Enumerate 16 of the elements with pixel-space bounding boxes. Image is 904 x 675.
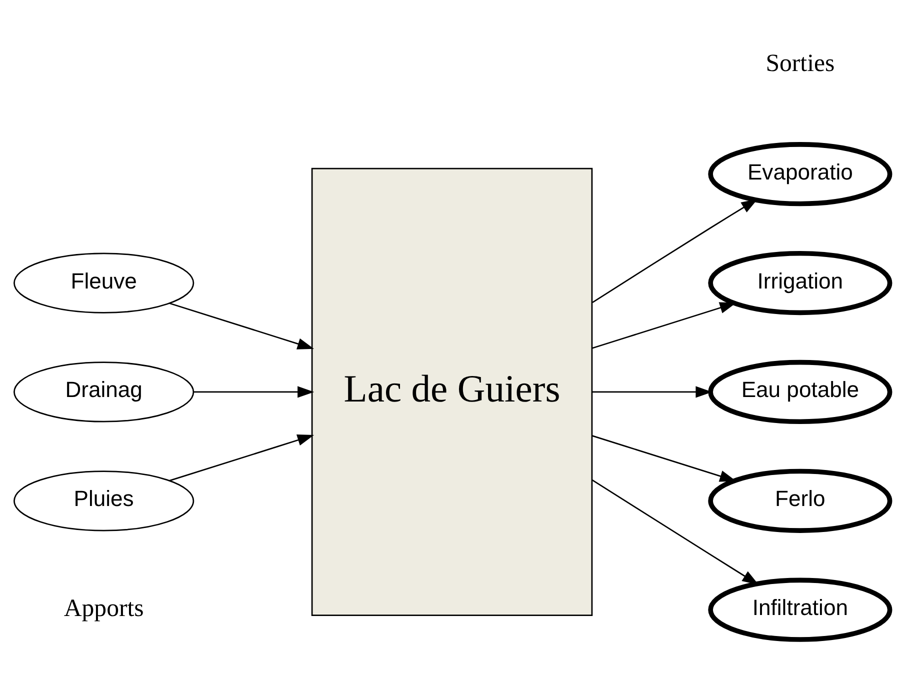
node-ellipse: Drainag	[14, 362, 194, 422]
arrow	[194, 386, 314, 398]
node-ellipse: Evaporatio	[708, 142, 892, 206]
node-ellipse: Pluies	[14, 470, 194, 532]
arrow	[169, 434, 314, 482]
node-ellipse: Eau potable	[708, 360, 892, 424]
label: Sorties	[766, 50, 835, 78]
node-ellipse: Infiltration	[708, 578, 892, 642]
label: Apports	[64, 594, 144, 622]
arrow	[592, 479, 759, 585]
arrow	[592, 198, 758, 304]
node-ellipse: Fleuve	[14, 252, 194, 314]
arrow	[169, 302, 314, 350]
arrow	[592, 302, 736, 349]
node-box: Lac de Guiers	[311, 168, 593, 616]
arrow	[592, 435, 736, 482]
